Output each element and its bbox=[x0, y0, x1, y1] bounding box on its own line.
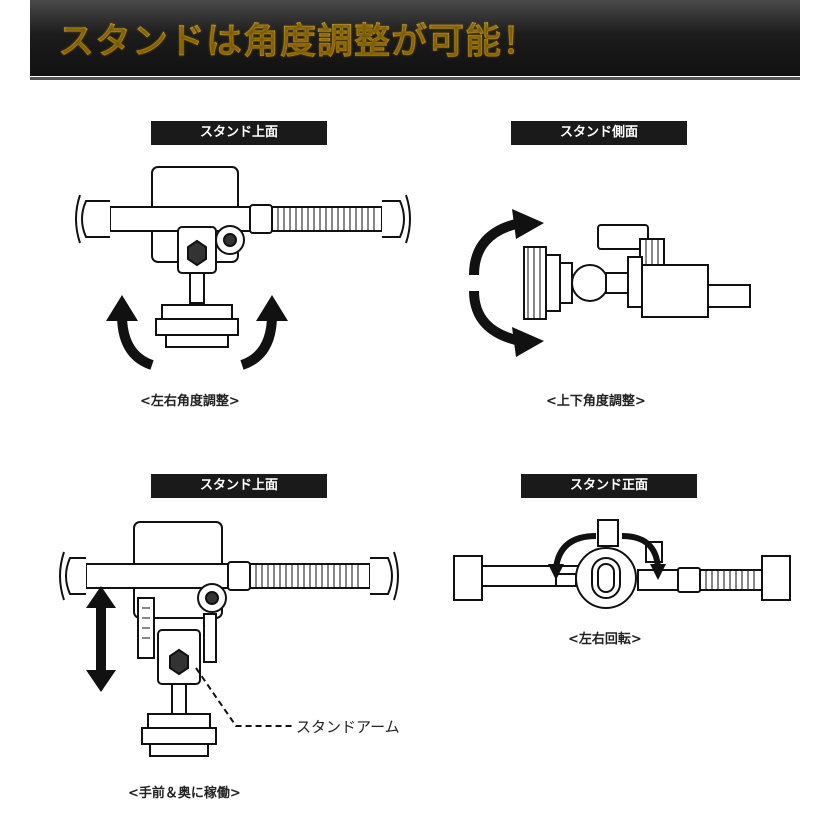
panel-4-diagram bbox=[453, 519, 791, 609]
panel-4-caption: <左右回転> bbox=[568, 632, 642, 647]
panel-2-caption: <上下角度調整> bbox=[546, 394, 646, 409]
panel-2-label: スタンド側面 bbox=[511, 121, 687, 145]
panel-3-label: スタンド上面 bbox=[151, 474, 327, 498]
curved-arrow-icon bbox=[469, 290, 544, 357]
panel-3-caption: <手前＆奥に稼働> bbox=[128, 786, 241, 801]
curved-arrow-icon bbox=[240, 295, 288, 370]
page-title: スタンドは角度調整が可能！ bbox=[58, 12, 539, 64]
panel-2-diagram bbox=[469, 209, 751, 357]
curved-arrow-icon bbox=[621, 533, 666, 580]
header-banner bbox=[30, 0, 800, 76]
panel-1-diagram bbox=[75, 166, 411, 370]
panel-1-caption: <左右角度調整> bbox=[140, 394, 240, 409]
stand-arm-annotation: スタンドアーム bbox=[296, 718, 400, 736]
vertical-double-arrow-icon bbox=[86, 586, 116, 692]
panel-3-diagram bbox=[59, 521, 399, 757]
curved-arrow-icon bbox=[469, 209, 544, 276]
curved-arrow-icon bbox=[106, 295, 154, 370]
panel-1-label: スタンド上面 bbox=[151, 121, 327, 145]
curved-arrow-icon bbox=[548, 533, 597, 580]
panel-4-label: スタンド正面 bbox=[521, 474, 697, 498]
header-underline bbox=[30, 77, 800, 80]
